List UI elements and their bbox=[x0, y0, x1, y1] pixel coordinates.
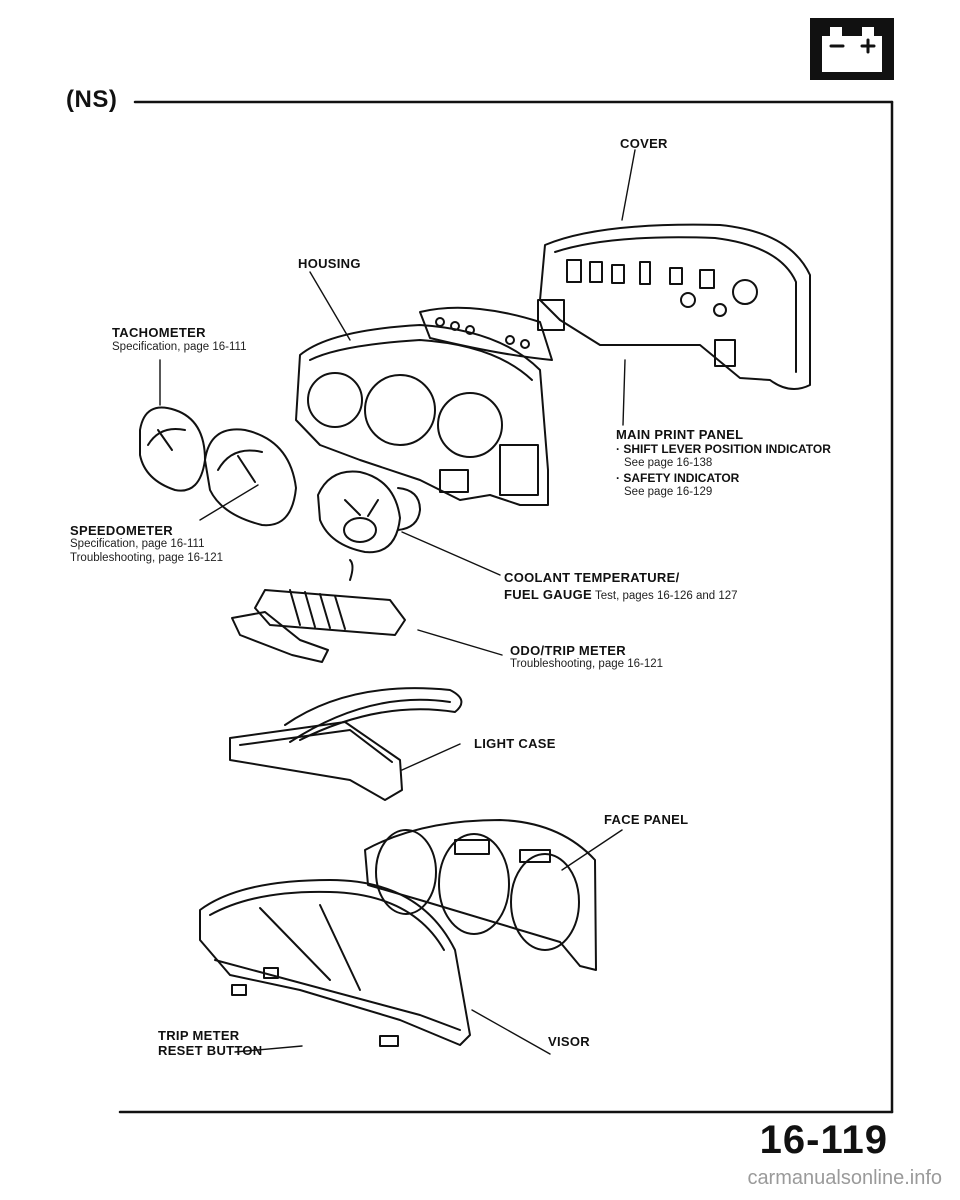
label-visor: VISOR bbox=[548, 1034, 590, 1049]
battery-icon bbox=[810, 18, 894, 80]
label-cover: COVER bbox=[620, 136, 668, 151]
section-tag: (NS) bbox=[66, 86, 118, 113]
face-panel-part bbox=[364, 819, 597, 971]
housing-part bbox=[295, 324, 549, 506]
label-tachometer-spec: Specification, page 16-111 bbox=[112, 341, 247, 353]
label-trip-meter: TRIP METER bbox=[158, 1028, 240, 1043]
label-speedometer: SPEEDOMETER bbox=[70, 523, 173, 538]
label-face-panel: FACE PANEL bbox=[604, 812, 689, 827]
label-housing: HOUSING bbox=[298, 256, 361, 271]
tachometer-part bbox=[139, 406, 206, 492]
page-number: 16-119 bbox=[759, 1118, 888, 1162]
indicator-panel-part bbox=[419, 306, 553, 361]
light-case-part bbox=[229, 687, 463, 801]
label-shift-lever-indicator: · SHIFT LEVER POSITION INDICATOR bbox=[616, 442, 831, 456]
label-tachometer: TACHOMETER bbox=[112, 325, 206, 340]
label-fuel-gauge-test: Test, pages 16-126 and 127 bbox=[592, 590, 738, 602]
coolant-fuel-gauge-part bbox=[317, 470, 421, 554]
label-light-case: LIGHT CASE bbox=[474, 736, 556, 751]
odo-trip-meter-part bbox=[231, 559, 406, 663]
label-safety-indicator: · SAFETY INDICATOR bbox=[616, 471, 740, 485]
label-safety-indicator-ref: See page 16-129 bbox=[624, 486, 713, 498]
speedometer-part bbox=[204, 428, 297, 527]
label-odo-troubleshooting: Troubleshooting, page 16-121 bbox=[510, 658, 664, 670]
visor-part bbox=[199, 879, 471, 1047]
label-speedometer-troubleshooting: Troubleshooting, page 16-121 bbox=[70, 552, 224, 564]
label-fuel-gauge: FUEL GAUGE bbox=[504, 587, 592, 602]
label-speedometer-spec: Specification, page 16-111 bbox=[70, 538, 205, 550]
cover-part bbox=[537, 223, 811, 390]
label-coolant-temperature: COOLANT TEMPERATURE/ bbox=[504, 570, 680, 585]
label-shift-lever-ref: See page 16-138 bbox=[624, 457, 713, 469]
label-main-print-panel: MAIN PRINT PANEL bbox=[616, 427, 744, 442]
label-fuel-gauge-line: FUEL GAUGE Test, pages 16-126 and 127 bbox=[504, 586, 738, 604]
leader-lines bbox=[159, 149, 636, 1055]
label-odo-trip-meter: ODO/TRIP METER bbox=[510, 643, 626, 658]
watermark: carmanualsonline.info bbox=[747, 1167, 942, 1189]
label-reset-button: RESET BUTTON bbox=[158, 1043, 263, 1058]
